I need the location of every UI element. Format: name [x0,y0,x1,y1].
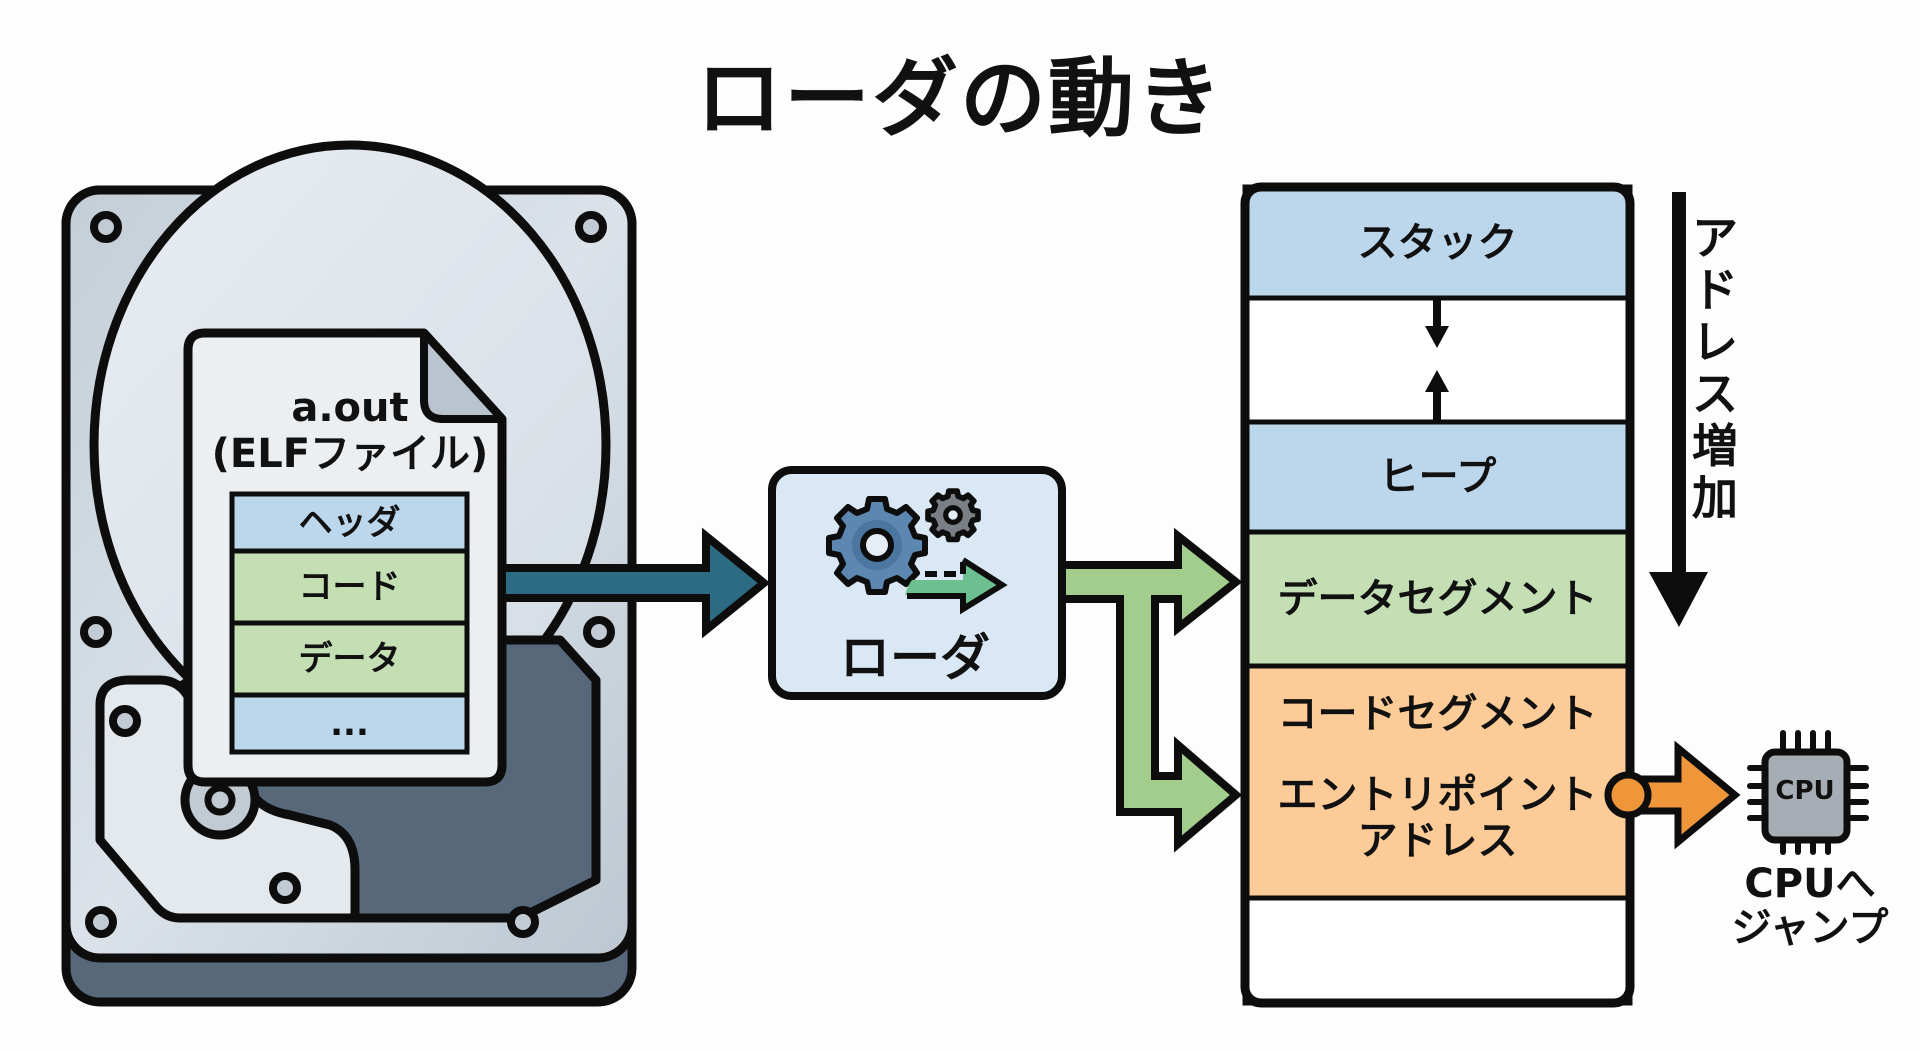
gear-icon [826,496,928,595]
address-increase-arrow-icon [1649,192,1708,627]
screw-icon [109,705,141,737]
jump-to-cpu-arrow [1604,740,1741,850]
file-sections-table [229,491,470,755]
memory-segments [1242,184,1633,1006]
file-section-label: ヘッダ [298,502,401,543]
address-label-char: レ [1692,315,1738,369]
memory-segment-4 [1242,663,1633,901]
screw-icon [85,906,117,938]
memory-map-frame [1240,182,1635,1008]
process-arrow-icon [905,557,1008,615]
loader-label: ローダ [840,629,990,687]
entry-point-marker [1604,771,1652,819]
file-dog-ear [420,329,506,423]
memory-map [1240,182,1635,1008]
file-section-2 [229,620,470,698]
address-increase-label: アドレス増加 [1685,212,1745,524]
address-label-char: ド [1692,263,1738,317]
screw-icon [507,906,539,938]
screw-icon [583,616,615,648]
entry-point-label: エントリポイント アドレス [1250,772,1625,864]
file-section-label: コード [298,567,401,607]
cpu-chip-icon [1747,730,1869,855]
memory-segment-label: データセグメント [1277,576,1598,622]
screw-icon [575,211,607,243]
address-label-char: ア [1692,211,1738,265]
file-section-3 [229,692,470,755]
disk-screws [80,211,615,938]
loader-box[interactable] [768,466,1066,700]
file-section-label: データ [298,639,401,679]
elf-file-icon [183,328,507,787]
small-gear-icon [925,488,981,543]
file-type: (ELFファイル) [211,431,489,477]
address-label-char: 増 [1692,419,1738,473]
file-title: a.out (ELFファイル) [200,385,500,477]
cpu-caption-line2: ジャンプ [1731,905,1889,951]
address-label-char: 加 [1692,471,1738,525]
address-label-char: ス [1692,367,1738,421]
memory-segment-label: ヒープ [1378,454,1497,500]
entry-point-line2: アドレス [1357,818,1518,864]
cpu-jump-caption: CPUへ ジャンプ [1700,862,1920,950]
screw-icon [269,872,301,904]
loader-to-memory-arrows [1058,527,1243,853]
memory-segment-5 [1242,895,1633,1006]
cpu-chip-label: CPU [1775,776,1835,806]
disk-to-loader-arrow [498,527,771,639]
file-section-label: ... [330,703,369,744]
memory-segment-label: コードセグメント [1277,691,1598,737]
file-name: a.out [291,385,409,431]
cpu-caption-line1: CPUへ [1744,861,1876,907]
screw-icon [90,211,122,243]
page-title: ローダの動き [696,49,1224,149]
file-section-0 [229,491,470,554]
memory-segment-label: スタック [1357,219,1518,266]
heap-grow-up-arrow-icon [1425,370,1449,420]
entry-point-line1: エントリポイント [1277,772,1598,818]
stack-grow-down-arrow-icon [1425,300,1449,348]
screw-icon [80,616,112,648]
